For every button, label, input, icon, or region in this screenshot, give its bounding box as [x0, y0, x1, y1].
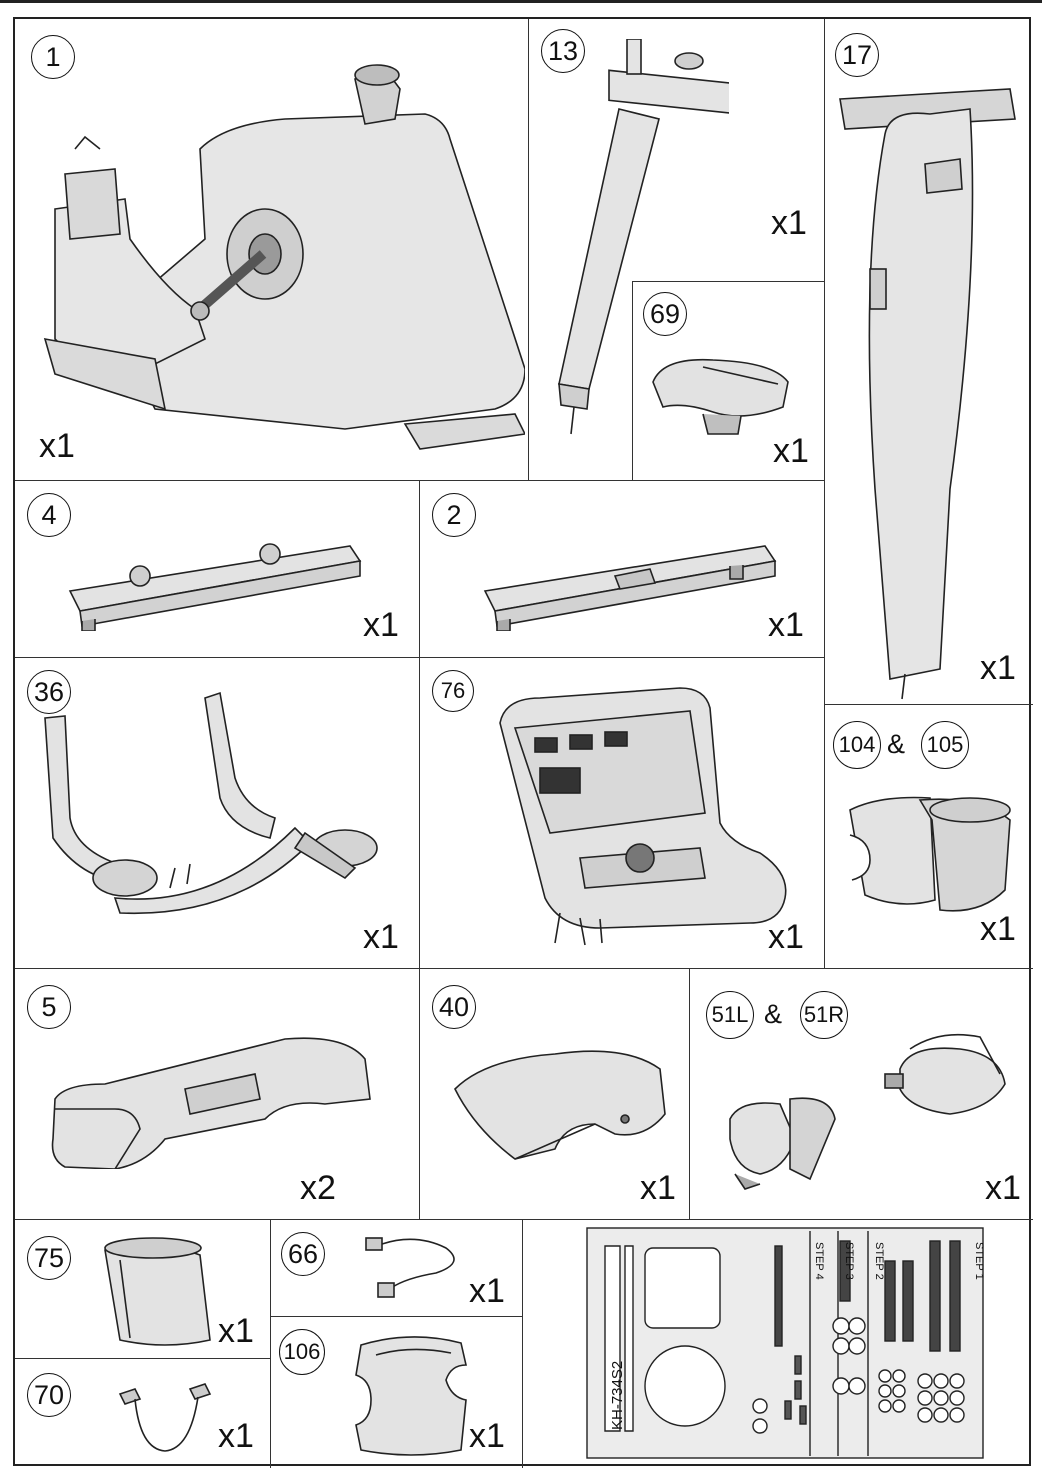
- quantity-label: x1: [985, 1169, 1021, 1207]
- part-number-badge: 4: [27, 493, 71, 537]
- post-cover-drawing: [849, 796, 1011, 912]
- part-number-badge: 5: [27, 985, 71, 1029]
- part-number-badge: 1: [31, 35, 75, 79]
- quantity-label: x1: [218, 1312, 254, 1350]
- part-number-badge: 70: [27, 1373, 71, 1417]
- hardware-card-drawing: [586, 1227, 984, 1459]
- part-number-badge: 69: [643, 292, 687, 336]
- console-drawing: [499, 687, 787, 946]
- cell-part-106: 106 x1: [271, 1317, 523, 1468]
- power-cord-drawing: [365, 1237, 455, 1298]
- part-number-badge: 40: [432, 985, 476, 1029]
- cell-part-70: 70 x1: [15, 1359, 271, 1468]
- quantity-label: x1: [469, 1417, 505, 1455]
- part-number-badge: 76: [432, 670, 474, 712]
- cell-part-75: 75 x1: [15, 1220, 271, 1359]
- stabilizer-cover-drawing: [51, 1037, 371, 1169]
- seat-drawing: [652, 358, 789, 435]
- part-number-badge: 75: [27, 1236, 71, 1280]
- part-number-badge-51L: 51L: [706, 991, 754, 1039]
- cell-part-4: 4 x1: [15, 481, 420, 658]
- rear-stabilizer-drawing: [68, 543, 362, 631]
- part-number-badge: 106: [279, 1329, 325, 1375]
- hardware-kit-model: KH-734S2: [609, 1360, 626, 1430]
- part-number-badge: 36: [27, 670, 71, 714]
- cell-hardware-kit: KH-734S2 STEP 1 STEP 2 STEP 3 STEP 4: [523, 1220, 1033, 1468]
- ampersand: &: [887, 729, 906, 759]
- cell-part-1: 1 x1: [15, 19, 529, 481]
- cell-part-76: 76 x1: [420, 658, 825, 969]
- handlebar-drawing: [44, 691, 378, 915]
- quantity-label: x1: [773, 432, 809, 470]
- quantity-label: x1: [771, 204, 807, 242]
- part-number-badge: 17: [835, 33, 879, 77]
- hardware-kit-step-2: STEP 2: [873, 1242, 885, 1280]
- handlebar-post-drawing: [839, 88, 1016, 700]
- cell-part-5: 5 x2: [15, 969, 420, 1220]
- hardware-kit-step-4: STEP 4: [813, 1242, 825, 1280]
- part-number-badge-104: 104: [833, 721, 881, 769]
- part-number-badge: 13: [541, 29, 585, 73]
- cell-part-36: 36 x1: [15, 658, 420, 969]
- parts-sheet: 1 x1 13: [13, 17, 1033, 1468]
- quantity-label: x1: [39, 427, 75, 465]
- part-number-badge: 2: [432, 493, 476, 537]
- pedal-left-drawing: [729, 1097, 836, 1190]
- hardware-kit-step-3: STEP 3: [843, 1242, 855, 1280]
- connection-cable-drawing: [118, 1383, 212, 1452]
- cell-part-104-105: 104 & 105 x1: [825, 705, 1033, 969]
- cell-part-51: 51L & 51R x1: [690, 969, 1033, 1220]
- quantity-label: x1: [768, 606, 804, 644]
- front-stabilizer-drawing: [483, 545, 777, 631]
- quantity-label: x1: [218, 1417, 254, 1455]
- quantity-label: x1: [980, 910, 1016, 948]
- part-number-badge: 66: [281, 1232, 325, 1276]
- quantity-label: x1: [469, 1272, 505, 1310]
- hardware-kit-step-1: STEP 1: [973, 1242, 985, 1280]
- cell-part-66: 66 x1: [271, 1220, 523, 1317]
- cell-part-69: 69 x1: [632, 281, 825, 481]
- ampersand: &: [764, 999, 783, 1029]
- part-number-badge-51R: 51R: [800, 991, 848, 1039]
- quantity-label: x1: [640, 1169, 676, 1207]
- quantity-label: x1: [363, 918, 399, 956]
- seat-post-drawing: [558, 39, 729, 435]
- quantity-label: x1: [980, 649, 1016, 687]
- top-rule: [0, 0, 1042, 3]
- cell-part-2: 2 x1: [420, 481, 825, 658]
- quantity-label: x2: [300, 1169, 336, 1207]
- cell-part-17: 17 x1: [825, 19, 1033, 705]
- pedal-right-drawing: [884, 1033, 1006, 1115]
- handlebar-cover-drawing: [355, 1336, 468, 1456]
- cell-part-40: 40 x1: [420, 969, 690, 1220]
- main-frame-drawing: [43, 64, 525, 450]
- quantity-label: x1: [768, 918, 804, 956]
- part-number-badge-105: 105: [921, 721, 969, 769]
- seat-post-cover-drawing: [104, 1237, 211, 1346]
- chain-cover-drawing: [454, 1050, 666, 1160]
- quantity-label: x1: [363, 606, 399, 644]
